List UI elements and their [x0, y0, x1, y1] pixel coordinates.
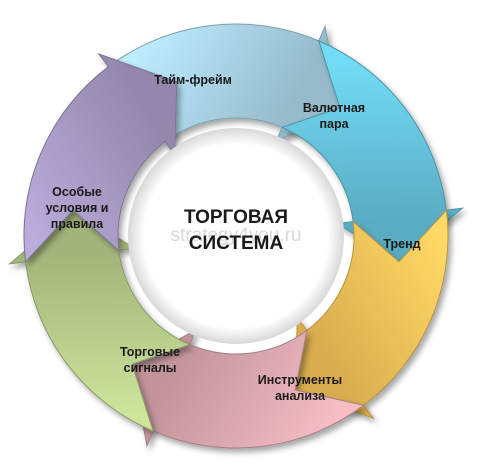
- segment-label-line: анализа: [275, 389, 326, 403]
- watermark-text: strategy4you.ru: [171, 225, 302, 246]
- segment-label-line: пара: [319, 117, 349, 131]
- segment-label-line: Валютная: [303, 101, 365, 115]
- segment-label-line: условия и: [46, 201, 109, 215]
- cycle-segment-2: [280, 39, 464, 263]
- segment-label-5: Торговые сигналы: [120, 345, 180, 375]
- segment-label-line: сигналы: [124, 361, 177, 375]
- segment-label-3: Тренд: [383, 237, 420, 251]
- cycle-segment-1: [107, 23, 341, 144]
- segment-label-line: правила: [51, 217, 104, 231]
- cycle-segment-5: [8, 209, 192, 433]
- segment-label-line: Тренд: [383, 237, 420, 251]
- segment-label-line: Инструменты: [258, 373, 342, 387]
- cycle-segment-3: [294, 209, 449, 420]
- cycle-segment-4: [131, 328, 365, 449]
- segment-label-4: Инструменты анализа: [258, 373, 342, 403]
- center-title-line1: ТОРГОВАЯ: [184, 207, 288, 228]
- cycle-segment-6: [23, 52, 178, 263]
- segment-label-6: Особые условия и правила: [46, 185, 109, 231]
- segment-label-line: Торговые: [120, 345, 180, 359]
- segment-label-1: Тайм-фрейм: [154, 73, 232, 87]
- segment-label-line: Тайм-фрейм: [154, 73, 232, 87]
- segment-label-2: Валютная пара: [303, 101, 365, 131]
- segment-label-line: Особые: [52, 185, 102, 199]
- segments-layer: [8, 23, 464, 449]
- center-title-line2: СИСТЕМА: [189, 233, 284, 254]
- center-hub: [128, 128, 344, 344]
